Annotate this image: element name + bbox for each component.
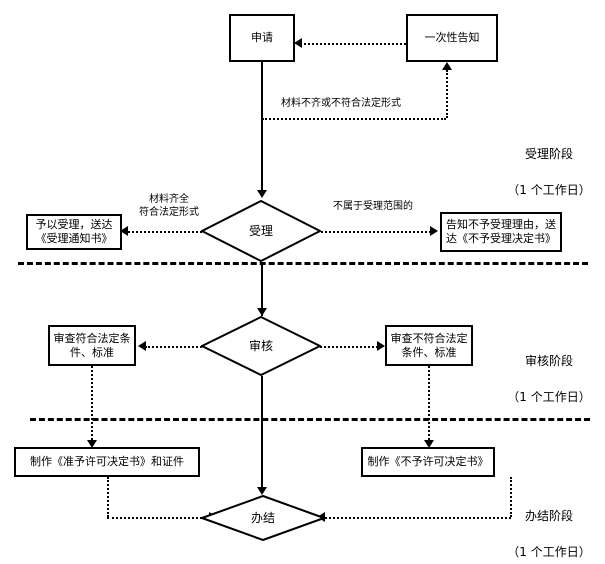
node-permit-deny-label: 制作《不予许可决定书》 <box>367 455 489 469</box>
node-accept-yes-label: 予以受理，送达 《受理通知书》 <box>35 218 113 245</box>
stage-label-review: 审核阶段 （1 个工作日） <box>497 334 601 424</box>
edge-label-incomplete-materials: 材料不齐或不符合法定形式 <box>281 98 401 109</box>
connector-fail-to-deny <box>428 366 430 444</box>
node-apply[interactable]: 申请 <box>229 14 295 62</box>
connector-deny-to-complete-vertical <box>510 477 512 517</box>
arrowhead-review-pass <box>138 341 146 351</box>
connector-review-fail <box>313 346 378 348</box>
diamond-shape-icon <box>201 495 325 541</box>
connector-accept-no <box>313 231 431 233</box>
edge-label-materials-complete: 材料齐全 符合法定形式 <box>139 194 199 218</box>
arrowhead-accept-to-review <box>257 308 267 316</box>
node-one-time-notice-label: 一次性告知 <box>424 31 480 45</box>
node-accept-yes[interactable]: 予以受理，送达 《受理通知书》 <box>26 214 122 250</box>
connector-accept-yes <box>128 231 210 233</box>
node-review-pass[interactable]: 审查符合法定条件、标准 <box>48 325 136 366</box>
connector-deny-to-complete-horizontal <box>325 517 511 519</box>
connector-review-to-complete <box>261 376 263 491</box>
node-permit-grant[interactable]: 制作《准予许可决定书》和证件 <box>14 447 200 477</box>
connector-grant-to-complete-vertical <box>107 477 109 517</box>
stage-label-accept-name: 受理阶段 <box>524 147 573 161</box>
stage-label-review-name: 审核阶段 <box>524 354 573 368</box>
node-accept[interactable]: 受理 <box>201 200 321 262</box>
node-complete-label: 办结 <box>250 510 275 525</box>
stage-separator-1 <box>18 262 588 265</box>
connector-apply-to-accept <box>261 62 263 192</box>
connector-grant-to-complete-horizontal <box>107 517 210 519</box>
connector-accept-to-review <box>261 262 263 316</box>
diamond-shape-icon <box>201 316 321 376</box>
node-accept-no[interactable]: 告知不予受理理由，送达《不予受理决定书》 <box>440 212 562 252</box>
stage-label-accept: 受理阶段 （1 个工作日） <box>497 127 601 217</box>
arrowhead-accept-yes <box>120 226 128 236</box>
connector-pass-to-grant <box>91 366 93 444</box>
stage-label-complete-duration: （1 个工作日） <box>507 545 591 559</box>
node-permit-deny[interactable]: 制作《不予许可决定书》 <box>361 447 495 477</box>
arrowhead-apply-to-accept <box>257 190 267 198</box>
connector-review-pass <box>145 346 210 348</box>
connector-notice-to-apply <box>297 43 414 45</box>
node-review-fail[interactable]: 审查不符合法定条件、标准 <box>385 325 473 366</box>
arrowhead-accept-no <box>430 226 438 236</box>
stage-label-review-duration: （1 个工作日） <box>507 390 591 404</box>
stage-label-accept-duration: （1 个工作日） <box>507 183 591 197</box>
diamond-shape-icon <box>201 200 321 262</box>
connector-incomplete-horizontal <box>262 118 446 120</box>
stage-label-complete: 办结阶段 （1 个工作日） <box>497 489 601 564</box>
node-one-time-notice[interactable]: 一次性告知 <box>406 14 498 62</box>
stage-label-complete-name: 办结阶段 <box>524 509 573 523</box>
node-permit-grant-label: 制作《准予许可决定书》和证件 <box>30 455 184 469</box>
node-accept-no-label: 告知不予受理理由，送达《不予受理决定书》 <box>446 218 556 245</box>
arrowhead-pass-to-grant <box>87 440 97 448</box>
stage-separator-2 <box>30 418 590 421</box>
node-review-pass-label: 审查符合法定条件、标准 <box>53 331 131 359</box>
node-apply-label: 申请 <box>251 31 273 45</box>
node-review[interactable]: 审核 <box>201 316 321 376</box>
connector-incomplete-vertical <box>446 70 448 118</box>
node-review-fail-label: 审查不符合法定条件、标准 <box>390 331 468 359</box>
arrowhead-review-fail <box>377 341 385 351</box>
node-review-label: 审核 <box>248 338 273 353</box>
arrowhead-notice-to-apply <box>294 38 302 48</box>
edge-label-out-of-scope: 不属于受理范围的 <box>333 201 413 212</box>
node-accept-label: 受理 <box>248 223 273 238</box>
arrowhead-fail-to-deny <box>424 440 434 448</box>
arrowhead-incomplete-to-notice <box>442 62 452 70</box>
arrowhead-review-to-complete <box>257 487 267 495</box>
node-complete[interactable]: 办结 <box>201 495 325 541</box>
